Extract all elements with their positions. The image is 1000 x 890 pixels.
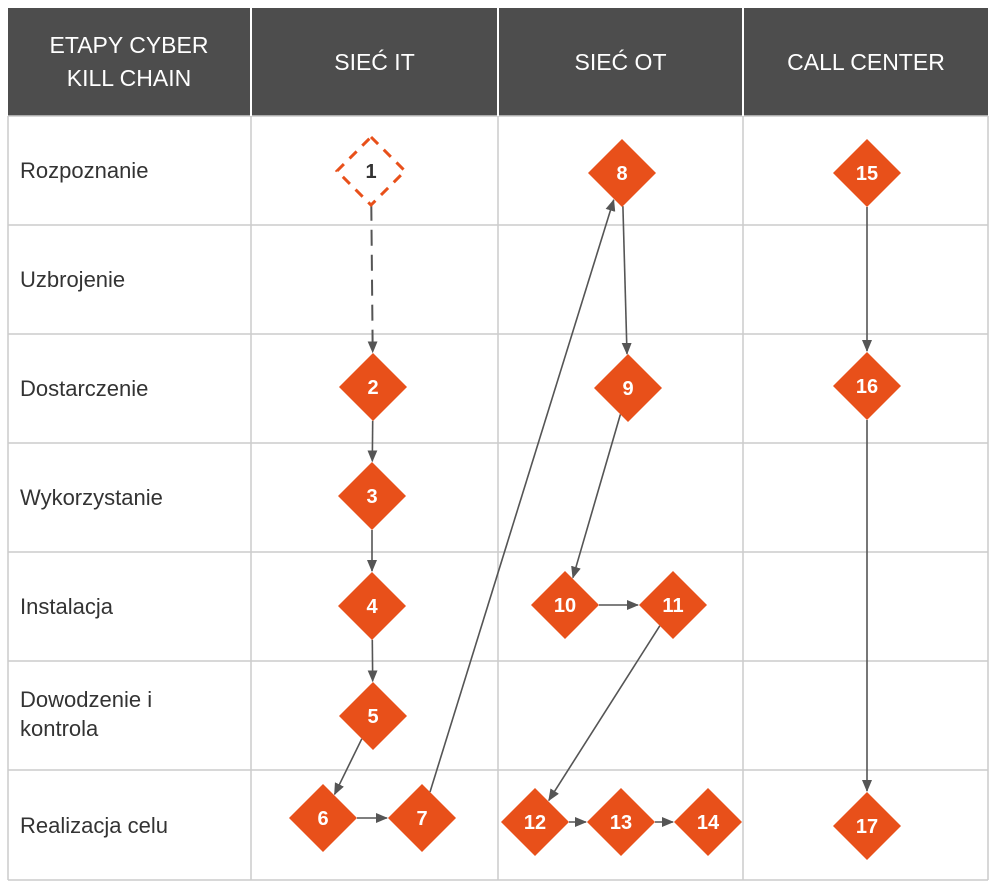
edge-7-to-8 <box>429 198 616 793</box>
node-7-label: 7 <box>416 808 427 830</box>
header-stage-cell: ETAPY CYBER KILL CHAIN <box>8 8 250 116</box>
node-9-diamond <box>594 354 662 422</box>
row-label-recon: Rozpoznanie <box>20 158 149 183</box>
node-17-label: 17 <box>856 816 878 838</box>
node-2-label: 2 <box>367 377 378 399</box>
node-8-diamond <box>588 139 656 207</box>
row-label-command-control: Dowodzenie i kontrola <box>20 687 153 741</box>
node-4-diamond <box>338 572 406 640</box>
node-3-diamond <box>338 462 406 530</box>
node-14-label: 14 <box>697 812 720 834</box>
header-column-call-center-label: CALL CENTER <box>787 48 945 75</box>
edge-9-to-10 <box>571 414 622 579</box>
node-14-diamond <box>674 788 742 856</box>
node-4-label: 4 <box>366 596 378 618</box>
row-label-weaponization: Uzbrojenie <box>20 267 126 292</box>
edge-1-to-2 <box>367 204 378 354</box>
node-8: 8 <box>588 139 656 207</box>
node-5-label: 5 <box>367 706 378 728</box>
row-label-delivery: Dostarczenie <box>20 376 149 401</box>
node-5-diamond <box>339 682 407 750</box>
node-14: 14 <box>674 788 742 856</box>
diagram-edges <box>333 198 872 827</box>
node-11-label: 11 <box>662 595 683 617</box>
node-13-diamond <box>587 788 655 856</box>
header-stage-label: ETAPY CYBER KILL CHAIN <box>49 32 209 91</box>
node-10: 10 <box>531 571 599 639</box>
node-15-diamond <box>833 139 901 207</box>
edge-11-to-12 <box>548 625 661 802</box>
header-column-ot: SIEĆ OT <box>499 8 742 116</box>
node-17: 17 <box>833 792 901 860</box>
node-12-diamond <box>501 788 569 856</box>
node-6-label: 6 <box>317 808 328 830</box>
node-3-label: 3 <box>366 486 377 508</box>
edge-8-to-9 <box>621 206 632 355</box>
node-9: 9 <box>594 354 662 422</box>
node-9-label: 9 <box>622 378 633 400</box>
node-11: 11 <box>639 571 707 639</box>
table-grid <box>7 8 989 881</box>
node-1-label: 1 <box>365 161 376 183</box>
row-label-installation: Instalacja <box>20 594 113 619</box>
header-column-ot-label: SIEĆ OT <box>574 48 667 75</box>
header-column-it-label: SIEĆ IT <box>334 48 415 75</box>
header-column-it: SIEĆ IT <box>252 8 497 116</box>
node-7-diamond <box>388 784 456 852</box>
node-2-diamond <box>339 353 407 421</box>
node-6: 6 <box>289 784 357 852</box>
node-3: 3 <box>338 462 406 530</box>
node-10-diamond <box>531 571 599 639</box>
node-2: 2 <box>339 353 407 421</box>
row-label-actions-on-objectives: Realizacja celu <box>20 813 168 838</box>
node-4: 4 <box>338 572 406 640</box>
node-1-diamond <box>334 134 408 208</box>
header-column-call-center: CALL CENTER <box>744 8 988 116</box>
node-16-label: 16 <box>856 376 878 398</box>
row-label-exploitation: Wykorzystanie <box>20 485 163 510</box>
node-16: 16 <box>833 352 901 420</box>
node-15-label: 15 <box>856 163 878 185</box>
node-13: 13 <box>587 788 655 856</box>
node-11-diamond <box>639 571 707 639</box>
node-1: 1 <box>334 134 408 208</box>
node-16-diamond <box>833 352 901 420</box>
node-7: 7 <box>388 784 456 852</box>
node-13-label: 13 <box>610 812 632 834</box>
node-12-label: 12 <box>524 812 546 834</box>
node-15: 15 <box>833 139 901 207</box>
node-5: 5 <box>339 682 407 750</box>
edge-5-to-6 <box>333 738 363 796</box>
node-17-diamond <box>833 792 901 860</box>
node-12: 12 <box>501 788 569 856</box>
node-6-diamond <box>289 784 357 852</box>
node-8-label: 8 <box>616 163 627 185</box>
node-10-label: 10 <box>554 595 576 617</box>
